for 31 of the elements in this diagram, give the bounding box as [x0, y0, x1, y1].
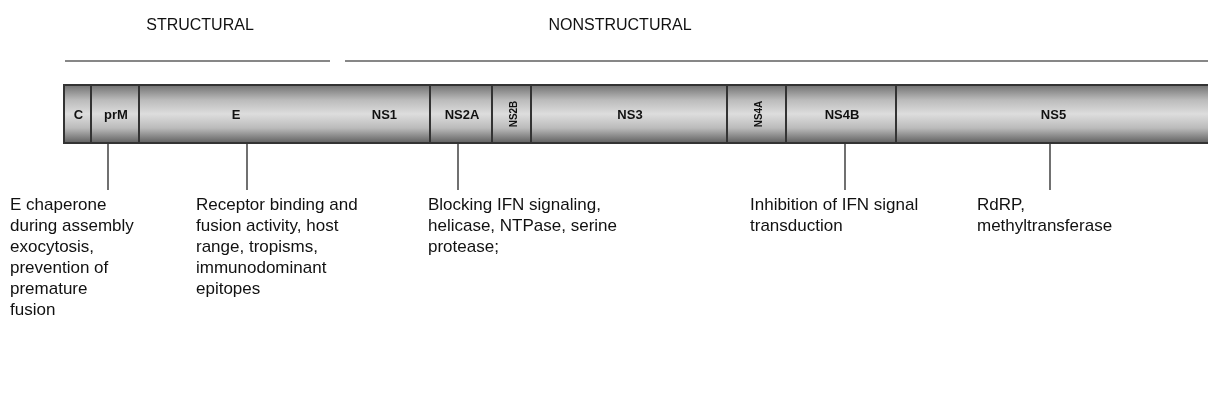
segment-label: NS4B: [824, 106, 860, 122]
segment-label: NS5: [1040, 106, 1067, 122]
leader-line: [246, 143, 248, 191]
genome-segment: [530, 84, 726, 144]
genome-segment: [726, 84, 785, 144]
genome-segment: [90, 84, 138, 144]
segment-label: NS2A: [444, 106, 480, 122]
genome-segment: [63, 84, 90, 144]
genome-segment: [785, 84, 895, 144]
segment-label: prM: [104, 106, 128, 122]
genome-segment: [138, 84, 429, 144]
genome-segment: [491, 84, 530, 144]
leader-line: [107, 143, 109, 191]
leader-line: [1049, 143, 1051, 191]
region-label: STRUCTURAL: [146, 16, 254, 34]
segment-label: E: [231, 106, 241, 122]
function-description: E chaperone during assembly exocytosis, prevention of premature fusion: [10, 194, 134, 320]
function-description: Blocking IFN signaling, helicase, NTPase, serine protease;: [428, 194, 633, 257]
segment-label: NS4A: [752, 100, 763, 128]
region-label: NONSTRUCTURAL: [548, 16, 692, 34]
genome-segment: [429, 84, 491, 144]
leader-line: [457, 143, 459, 191]
function-description: Receptor binding and fusion activity, host range, tropisms, immunodominant epitopes: [196, 194, 378, 299]
segment-label: NS1: [371, 106, 398, 122]
segment-label: C: [73, 106, 84, 122]
genome-segment: [895, 84, 1208, 144]
function-description: RdRP, methyltransferase: [977, 194, 1137, 236]
function-description: Inhibition of IFN signal transduction: [750, 194, 920, 236]
segment-label: NS3: [617, 106, 643, 122]
segment-label: NS2B: [507, 100, 518, 128]
leader-line: [844, 143, 846, 191]
